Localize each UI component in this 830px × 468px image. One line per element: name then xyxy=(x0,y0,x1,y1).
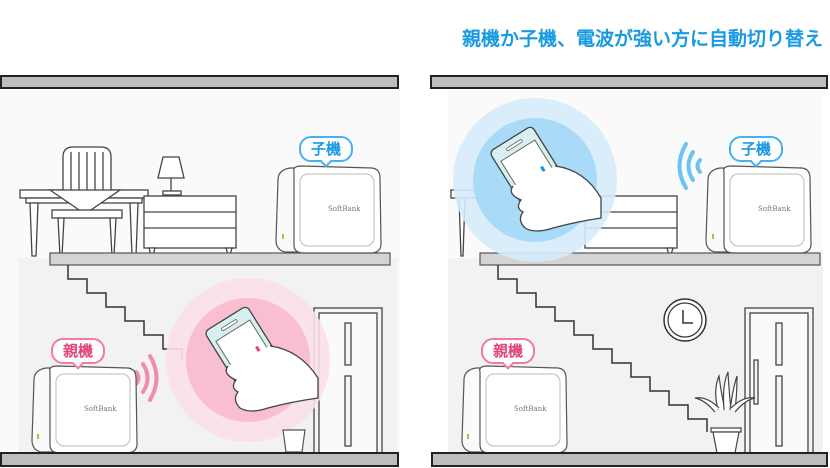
potted-plant-icon xyxy=(694,371,756,454)
clock-icon xyxy=(663,298,707,342)
ceiling-slab xyxy=(0,75,399,89)
hand-icon xyxy=(510,165,602,232)
ceiling-slab xyxy=(430,75,828,89)
hand-icon xyxy=(225,345,319,412)
staircase-icon xyxy=(67,265,183,360)
right-panel: SoftBank SoftBank 子機 親機 xyxy=(415,0,830,468)
wifi-waves-icon xyxy=(677,142,702,190)
child-unit-label: 子機 xyxy=(729,136,784,162)
child-router-icon xyxy=(275,165,382,254)
child-router-brand: SoftBank xyxy=(328,205,361,213)
child-router-brand: SoftBank xyxy=(758,205,791,213)
staircase-icon xyxy=(497,265,708,432)
child-unit-label: 子機 xyxy=(299,136,354,162)
left-scene-illustration xyxy=(0,75,400,467)
parent-router-icon xyxy=(461,365,568,454)
right-scene-illustration xyxy=(430,75,828,467)
chair-icon xyxy=(47,146,123,257)
parent-unit-label: 親機 xyxy=(51,338,106,364)
headline: 親機か子機、電波が強い方に自動切り替え xyxy=(462,28,824,50)
parent-unit-label: 親機 xyxy=(481,338,536,364)
door-icon xyxy=(313,307,383,454)
parent-router-brand: SoftBank xyxy=(84,405,117,413)
door-icon xyxy=(744,307,814,454)
ground-floor xyxy=(431,452,828,467)
lamp-icon xyxy=(157,156,185,196)
ground-floor xyxy=(0,452,399,467)
left-panel: SoftBank SoftBank 子機 親機 xyxy=(0,0,415,468)
wifi-waves-icon xyxy=(134,354,159,402)
upper-floor xyxy=(49,252,391,266)
parent-router-brand: SoftBank xyxy=(514,405,547,413)
child-router-icon xyxy=(705,165,812,254)
